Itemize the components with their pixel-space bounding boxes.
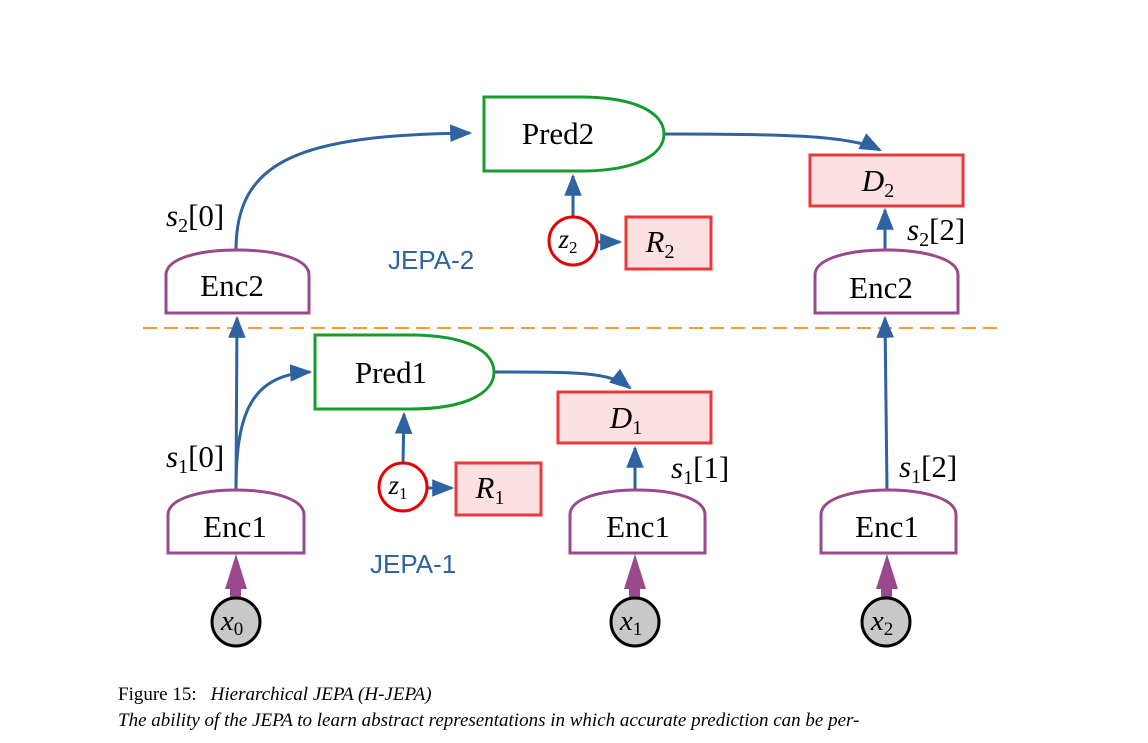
enc2-left-label: Enc2 (200, 268, 264, 303)
enc1-mid-label: Enc1 (606, 509, 670, 544)
s1-1-label: s1[1] (671, 450, 729, 489)
s1-2-label: s1[2] (899, 449, 957, 488)
s2-2-label: s2[2] (907, 212, 965, 251)
enc1-mid-box: Enc1 (568, 488, 707, 555)
regularizer-r1-box: R1 (454, 461, 543, 517)
regularizer-r2-box: R2 (624, 215, 713, 271)
pred2-label: Pred2 (522, 116, 594, 151)
s1-0-label: s1[0] (166, 439, 224, 478)
input-arrows (225, 554, 898, 598)
caption-heading: Figure 15: Hierarchical JEPA (H-JEPA) (118, 682, 1038, 708)
input-x0: x0 (210, 596, 262, 648)
latent-z1: z1 (377, 461, 429, 513)
energy-d1-box: D1 (556, 390, 713, 445)
enc2-right-box: Enc2 (813, 248, 960, 315)
svg-text:R1: R1 (475, 470, 505, 509)
enc1-left-box: Enc1 (166, 488, 306, 555)
enc2-right-label: Enc2 (849, 270, 913, 305)
svg-text:D1: D1 (609, 400, 642, 439)
svg-text:z2: z2 (557, 224, 577, 257)
connection-arrows (228, 124, 895, 497)
figure-caption: Figure 15: Hierarchical JEPA (H-JEPA) The… (118, 682, 1038, 734)
enc2-left-box: Enc2 (164, 248, 311, 315)
figure-number: Figure 15: (118, 684, 197, 705)
svg-text:x1: x1 (619, 605, 642, 640)
jepa2-label: JEPA-2 (388, 245, 474, 275)
figure-title: Hierarchical JEPA (H-JEPA) (210, 684, 432, 705)
pred2-box: Pred2 (482, 95, 666, 173)
s2-0-label: s2[0] (166, 198, 224, 237)
caption-line: The ability of the JEPA to learn abstrac… (118, 710, 860, 731)
enc1-right-box: Enc1 (819, 488, 958, 555)
input-x2: x2 (860, 596, 912, 648)
pred1-label: Pred1 (355, 355, 427, 390)
svg-text:D2: D2 (861, 163, 894, 202)
svg-text:x2: x2 (870, 605, 893, 640)
energy-d2-box: D2 (808, 153, 965, 208)
svg-text:z1: z1 (387, 470, 407, 503)
enc1-left-label: Enc1 (203, 509, 267, 544)
svg-text:x0: x0 (220, 605, 243, 640)
pred1-box: Pred1 (313, 333, 496, 411)
enc1-right-label: Enc1 (855, 509, 919, 544)
latent-z2: z2 (547, 215, 599, 267)
jepa1-label: JEPA-1 (370, 549, 456, 579)
svg-text:R2: R2 (645, 224, 675, 263)
input-x1: x1 (609, 596, 661, 648)
